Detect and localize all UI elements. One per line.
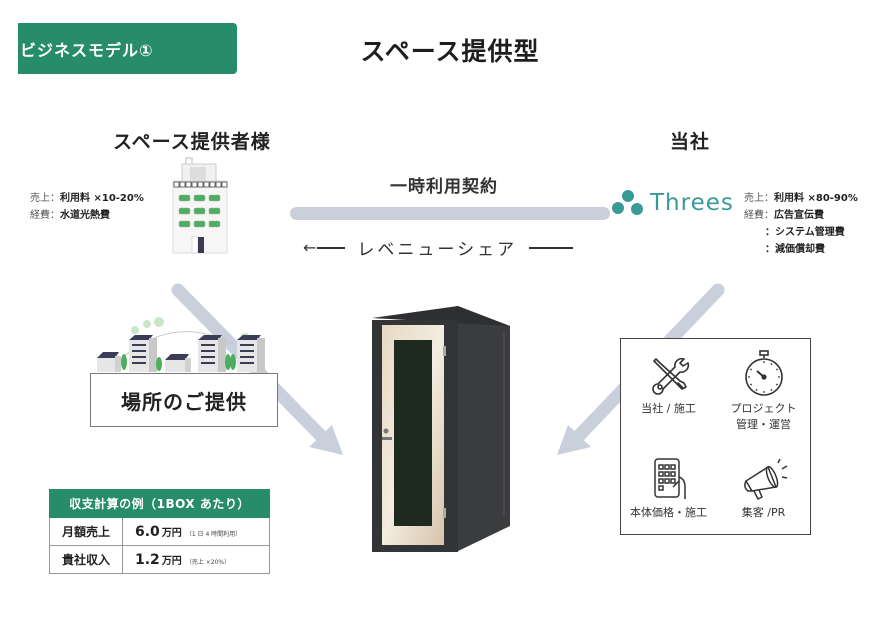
service-label: 集客 /PR: [741, 506, 786, 519]
company-financials: 売上：利用料 ×80-90% 経費：広告宣伝費 ：システム管理費 ：減価償却費: [744, 190, 858, 258]
threes-logo-text: Threes: [650, 190, 734, 216]
section-badge: ビジネスモデル①: [18, 23, 237, 74]
row-key: 貴社収入: [49, 545, 123, 574]
revenue-share: ← レベニューシェア: [303, 235, 574, 260]
services-box: 当社 / 施工 プロジェクト 管理・運営: [620, 338, 811, 535]
wrench-screwdriver-icon: [651, 357, 689, 395]
row-key: 月額売上: [49, 517, 123, 546]
megaphone-icon: [743, 458, 787, 500]
service-label: 当社 / 施工: [641, 402, 696, 415]
service-marketing: 集客 /PR: [716, 457, 811, 521]
row-note: （売上 ×20%）: [185, 558, 231, 566]
service-label-line1: プロジェクト: [730, 402, 797, 415]
row-note: （1 日 4 時間利用）: [185, 530, 242, 538]
service-label-line2: 管理・運営: [736, 418, 791, 431]
service-hardware: 本体価格・施工: [621, 457, 716, 521]
service-construction: 当社 / 施工: [621, 353, 716, 417]
arrow-line-left: [317, 246, 346, 249]
company-expense-3: ：減価償却費: [765, 244, 825, 255]
row-unit: 万円: [161, 527, 182, 539]
office-building-icon: [172, 157, 228, 254]
left-arrow-icon: ←: [303, 237, 320, 257]
table-header: 収支計算の例（1BOX あたり）: [49, 489, 270, 518]
provider-expense: 経費：水道光熱費: [30, 210, 110, 221]
stopwatch-icon: [744, 350, 783, 396]
revenue-share-label: レベニューシェア: [357, 240, 518, 260]
place-provision-box: 場所のご提供: [90, 373, 278, 427]
provider-title: スペース提供者様: [113, 131, 271, 153]
service-project-management: プロジェクト 管理・運営: [716, 349, 811, 433]
threes-logo: Threes: [612, 188, 734, 218]
company-expense-2: ：システム管理費: [765, 227, 845, 238]
contract-bar: [290, 207, 610, 220]
company-expense: 経費：広告宣伝費: [744, 210, 824, 221]
provider-financials: 売上：利用料 ×10-20% 経費：水道光熱費: [30, 190, 144, 224]
provider-sales: 売上：利用料 ×10-20%: [30, 193, 144, 204]
city-skyline-icon: [97, 317, 265, 372]
row-number: 1.2: [135, 551, 160, 568]
company-title: 当社: [670, 131, 711, 153]
contract-label: 一時利用契約: [390, 177, 498, 197]
row-unit: 万円: [161, 555, 182, 567]
arrow-line-right: [529, 246, 574, 249]
page-title: スペース提供型: [360, 37, 540, 66]
table-header-row: 収支計算の例（1BOX あたり）: [49, 489, 270, 518]
company-sales: 売上：利用料 ×80-90%: [744, 193, 858, 204]
booth-icon: [372, 306, 510, 552]
row-number: 6.0: [135, 523, 160, 540]
service-label: 本体価格・施工: [630, 506, 707, 519]
tablet-hand-icon: [653, 458, 686, 499]
threes-dots-icon: [612, 190, 643, 215]
